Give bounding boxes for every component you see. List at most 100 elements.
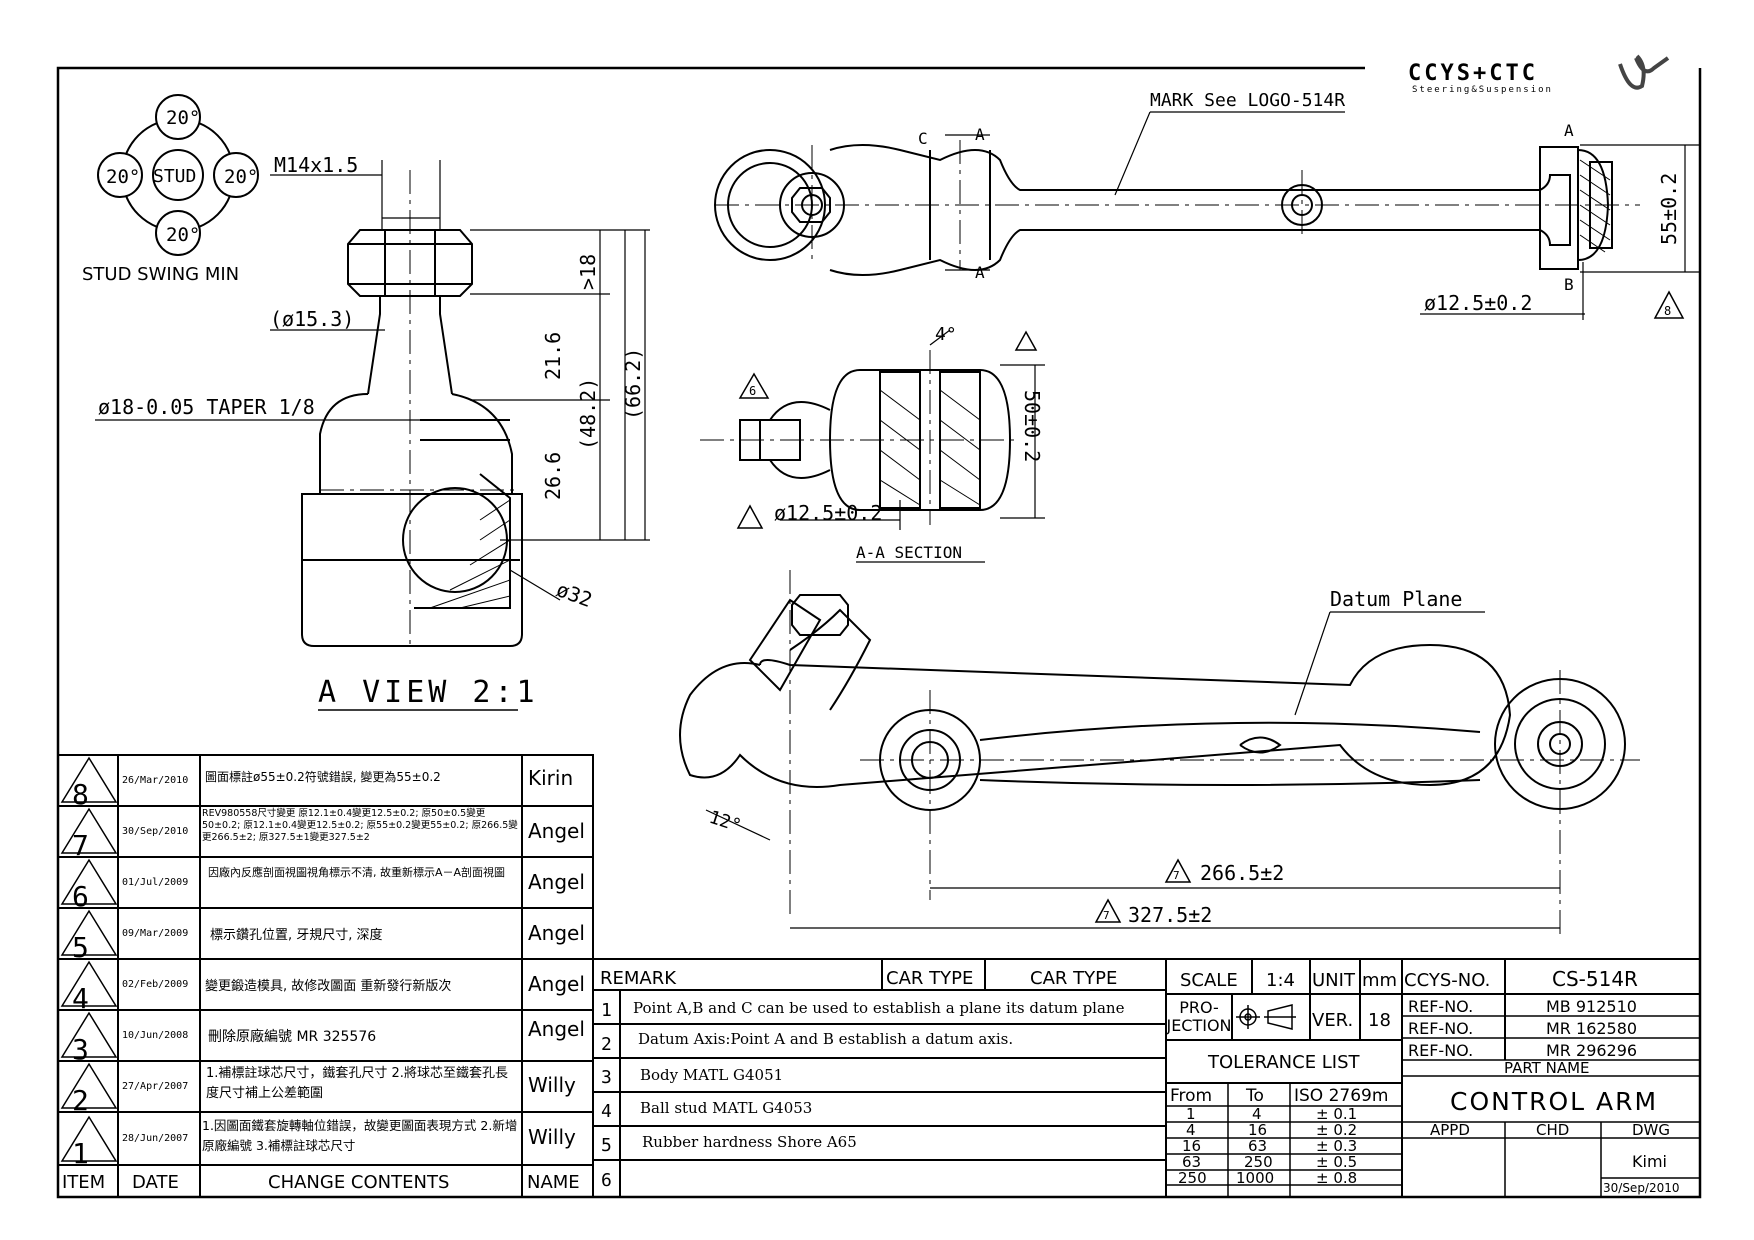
dim-266: 266.5±2 <box>1200 861 1284 885</box>
top-view-dimensions <box>945 111 1700 320</box>
tol-to-5: 1000 <box>1236 1169 1274 1187</box>
tol-from-3: 16 <box>1182 1137 1201 1155</box>
rev-date-5: 09/Mar/2009 <box>122 928 188 939</box>
ccys-label: CCYS-NO. <box>1404 970 1490 991</box>
svg-text:7: 7 <box>1173 869 1180 882</box>
dim-section-125: ø12.5±0.2 <box>774 501 882 525</box>
rev-change-4: 變更鍛造模具, 故修改圖面 重新發行新版次 <box>205 978 451 994</box>
revision-triangles <box>60 756 118 1162</box>
remark-no-6: 6 <box>601 1170 612 1191</box>
car-type-2: CAR TYPE <box>1030 968 1117 989</box>
rev-item-1: 1 <box>72 1137 89 1170</box>
section-title: A-A SECTION <box>856 543 962 562</box>
tol-from-2: 4 <box>1186 1121 1196 1139</box>
rev-change-6: 因廠內反應剖面視圖視角標示不清, 故重新標示A－A剖面視圖 <box>208 866 506 879</box>
unit-value: mm <box>1362 970 1397 991</box>
rev-date-4: 02/Feb/2009 <box>122 979 188 990</box>
remark-no-3: 3 <box>601 1067 612 1088</box>
svg-text:7: 7 <box>1103 909 1110 922</box>
rev-name-1: Willy <box>528 1125 576 1149</box>
rev-item-5: 5 <box>72 931 89 964</box>
car-type-1: CAR TYPE <box>886 968 973 989</box>
rev-date-2: 27/Apr/2007 <box>122 1081 188 1092</box>
rev-triangle-7a <box>736 504 764 529</box>
swing-right: 20° <box>224 166 258 188</box>
a-view-dimensions <box>95 160 650 601</box>
tol-val-2: ± 0.2 <box>1316 1121 1357 1139</box>
dim-h266: 26.6 <box>541 452 565 500</box>
rev-date-6: 01/Jul/2009 <box>122 877 188 888</box>
rev-header-date: DATE <box>132 1172 179 1193</box>
rev-item-2: 2 <box>72 1084 89 1117</box>
rev-name-6: Angel <box>528 870 585 894</box>
scale-label: SCALE <box>1180 970 1238 991</box>
dim-h482: (48.2) <box>576 378 600 450</box>
scale-value: 1:4 <box>1266 970 1295 991</box>
a-view-hatch <box>429 499 511 609</box>
top-view-center-lines <box>715 140 1640 270</box>
brand-tagline: Steering&Suspension <box>1412 85 1553 95</box>
ref-value-1: MB 912510 <box>1546 997 1637 1016</box>
ref-label-3: REF-NO. <box>1408 1041 1473 1060</box>
rev-header-name: NAME <box>527 1172 580 1193</box>
rev-date-3: 10/Jun/2008 <box>122 1030 188 1041</box>
tolerance-title: TOLERANCE LIST <box>1207 1052 1361 1073</box>
rev-name-3: Angel <box>528 1017 585 1041</box>
datum-plane: Datum Plane <box>1330 587 1462 611</box>
mark-logo: MARK See LOGO-514R <box>1150 90 1345 111</box>
dim-327: 327.5±2 <box>1128 903 1212 927</box>
drawer-name: Kimi <box>1632 1152 1667 1171</box>
projection-symbol <box>1236 1004 1296 1030</box>
dim-thread: M14x1.5 <box>274 153 358 177</box>
ref-label-2: REF-NO. <box>1408 1019 1473 1038</box>
ref-label-1: REF-NO. <box>1408 997 1473 1016</box>
a-a-section <box>700 350 1020 525</box>
dim-h216: 21.6 <box>541 332 565 380</box>
tol-header-to: To <box>1245 1086 1264 1106</box>
brand-logo: CCYS+CTC Steering&Suspension <box>1408 54 1670 95</box>
rev-triangle-6: 6 <box>738 372 770 399</box>
dwg-label: DWG <box>1632 1121 1670 1139</box>
tol-val-5: ± 0.8 <box>1316 1169 1357 1187</box>
rev-item-4: 4 <box>72 982 89 1015</box>
a-a-hatch <box>879 389 981 506</box>
rev-date-8: 26/Mar/2010 <box>122 775 188 786</box>
swing-caption: STUD SWING MIN <box>82 264 239 285</box>
swing-left: 20° <box>106 166 140 188</box>
dim-50: 50±0.2 <box>1020 390 1044 462</box>
rev-date-1: 28/Jun/2007 <box>122 1133 188 1144</box>
label-c: C <box>918 129 928 148</box>
remark-text-2: Datum Axis:Point A and B establish a dat… <box>638 1030 1013 1048</box>
swing-bottom: 20° <box>166 224 200 246</box>
chd-label: CHD <box>1536 1121 1569 1139</box>
section-rev-mark <box>1014 330 1038 351</box>
rev-triangle-8: 8 <box>1653 290 1685 319</box>
label-b: B <box>1564 275 1574 294</box>
rev-name-8: Kirin <box>528 766 573 790</box>
ver-value: 18 <box>1368 1010 1391 1031</box>
a-view-title: A VIEW 2:1 <box>318 675 539 710</box>
rev-item-6: 6 <box>72 880 89 913</box>
remark-no-4: 4 <box>601 1101 612 1122</box>
rev-name-7: Angel <box>528 819 585 843</box>
tol-val-3: ± 0.3 <box>1316 1137 1357 1155</box>
remark-title: REMARK <box>600 968 677 989</box>
svg-text:6: 6 <box>749 384 756 398</box>
tol-to-2: 16 <box>1248 1121 1267 1139</box>
rev-name-2: Willy <box>528 1073 576 1097</box>
ccys-number: CS-514R <box>1552 967 1638 991</box>
tol-header-from: From <box>1170 1086 1212 1106</box>
rev-change-8: 圖面標註ø55±0.2符號錯誤, 變更為55±0.2 <box>205 769 441 784</box>
swing-center: STUD <box>153 166 196 187</box>
rev-name-5: Angel <box>528 921 585 945</box>
dim-h662: (66.2) <box>621 348 645 420</box>
drawing-date: 30/Sep/2010 <box>1603 1181 1680 1195</box>
a-view-ball-joint <box>301 170 523 650</box>
rev-change-7: REV980558尺寸變更 原12.1±0.4變更12.5±0.2; 原50±0… <box>202 808 518 843</box>
dim-taper: ø18-0.05 TAPER 1/8 <box>98 395 315 419</box>
dim-top-125: ø12.5±0.2 <box>1424 291 1532 315</box>
remark-text-3: Body MATL G4051 <box>640 1066 783 1084</box>
tol-to-1: 4 <box>1252 1105 1262 1123</box>
tol-from-4: 63 <box>1182 1153 1201 1171</box>
